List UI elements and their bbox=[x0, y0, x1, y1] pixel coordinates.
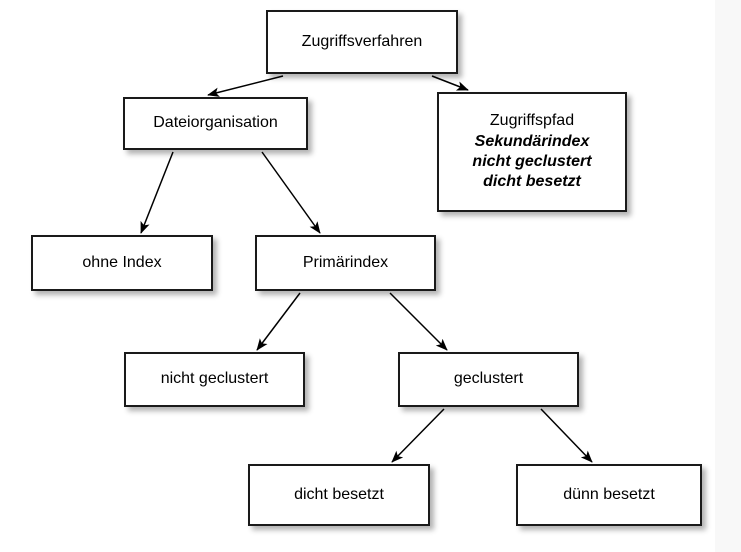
edge-geclustert-to-duenn-besetzt bbox=[540, 408, 593, 463]
node-label-line: Zugriffspfad bbox=[489, 112, 575, 130]
edge-dateiorganisation-to-ohne-index bbox=[140, 151, 174, 234]
edge-dateiorganisation-to-primaerindex bbox=[261, 151, 321, 234]
node-label: Zugriffsverfahren bbox=[301, 32, 423, 50]
edge-primaerindex-to-nicht-geclustert bbox=[256, 292, 301, 351]
node-label: ohne Index bbox=[82, 253, 162, 271]
node-label-line: Sekundärindex bbox=[474, 132, 590, 150]
node-label: Primärindex bbox=[302, 253, 389, 271]
node-primaerindex[interactable]: Primärindex bbox=[255, 235, 436, 291]
edge-geclustert-to-dicht-besetzt bbox=[391, 408, 445, 463]
node-label: dicht besetzt bbox=[294, 485, 384, 503]
edge-primaerindex-to-geclustert bbox=[389, 292, 448, 351]
node-dicht-besetzt[interactable]: dicht besetzt bbox=[248, 464, 430, 526]
edge-zugriffsverfahren-to-dateiorganisation bbox=[207, 75, 284, 97]
node-label: dünn besetzt bbox=[563, 485, 655, 503]
node-geclustert[interactable]: geclustert bbox=[398, 352, 579, 407]
node-duenn-besetzt[interactable]: dünn besetzt bbox=[516, 464, 702, 526]
node-dateiorganisation[interactable]: Dateiorganisation bbox=[123, 97, 308, 150]
node-label-line: dicht besetzt bbox=[483, 173, 581, 191]
node-label: nicht geclustert bbox=[160, 370, 269, 388]
node-label-line: nicht geclustert bbox=[472, 153, 592, 170]
node-ohne-index[interactable]: ohne Index bbox=[31, 235, 213, 291]
node-nicht-geclustert[interactable]: nicht geclustert bbox=[124, 352, 305, 407]
edge-zugriffsverfahren-to-zugriffspfad bbox=[431, 75, 469, 91]
node-zugriffsverfahren[interactable]: Zugriffsverfahren bbox=[266, 10, 458, 74]
node-label: geclustert bbox=[453, 370, 524, 388]
node-label: Dateiorganisation bbox=[153, 114, 278, 132]
page-right-margin-strip bbox=[715, 0, 741, 552]
